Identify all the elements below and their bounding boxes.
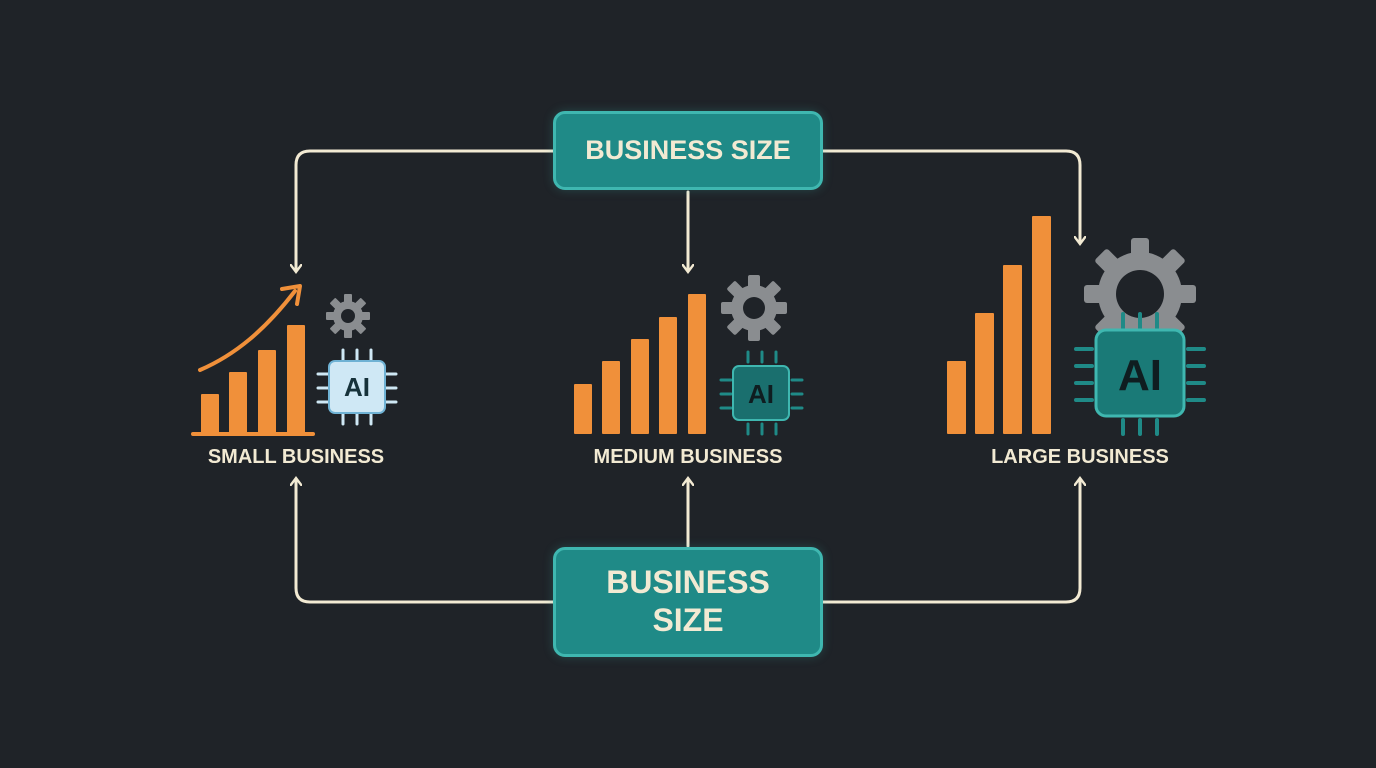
- arrow-top-to-large: [821, 149, 1080, 242]
- trend-arrow-head-icon: [280, 284, 302, 306]
- gear-icon: [326, 294, 370, 338]
- business-size-node-bottom[interactable]: BUSINESS SIZE: [553, 547, 823, 657]
- ai-chip-text: AI: [1118, 351, 1162, 400]
- bar-chart-icon: [191, 325, 315, 436]
- small-business-label: SMALL BUSINESS: [207, 446, 385, 468]
- arrow-top-to-small: [296, 149, 555, 270]
- gear-icon: [1084, 238, 1196, 350]
- arrow-bottom-to-large: [821, 480, 1080, 604]
- business-size-label: BUSINESS SIZE: [606, 564, 770, 638]
- trend-arrow-icon: [198, 289, 297, 372]
- bar-chart-icon: [947, 216, 1051, 434]
- medium-business-illustration: AI: [574, 275, 804, 436]
- connector-lines: [296, 149, 1080, 604]
- small-business-illustration: AI: [191, 284, 398, 436]
- large-business-label: LARGE BUSINESS: [991, 446, 1169, 468]
- medium-business-label: MEDIUM BUSINESS: [593, 446, 783, 468]
- business-size-label: BUSINESS SIZE: [585, 135, 791, 165]
- bar-chart-icon: [574, 294, 706, 434]
- business-size-node-top[interactable]: BUSINESS SIZE: [553, 111, 823, 190]
- ai-chip-icon: [719, 350, 804, 436]
- ai-chip-text: AI: [748, 379, 774, 409]
- arrow-bottom-to-small: [296, 480, 555, 604]
- ai-chip-text: AI: [344, 372, 370, 402]
- large-business-illustration: AI: [947, 216, 1206, 436]
- ai-chip-icon: [316, 348, 398, 426]
- gear-icon: [721, 275, 787, 341]
- ai-chip-icon: [1074, 312, 1206, 436]
